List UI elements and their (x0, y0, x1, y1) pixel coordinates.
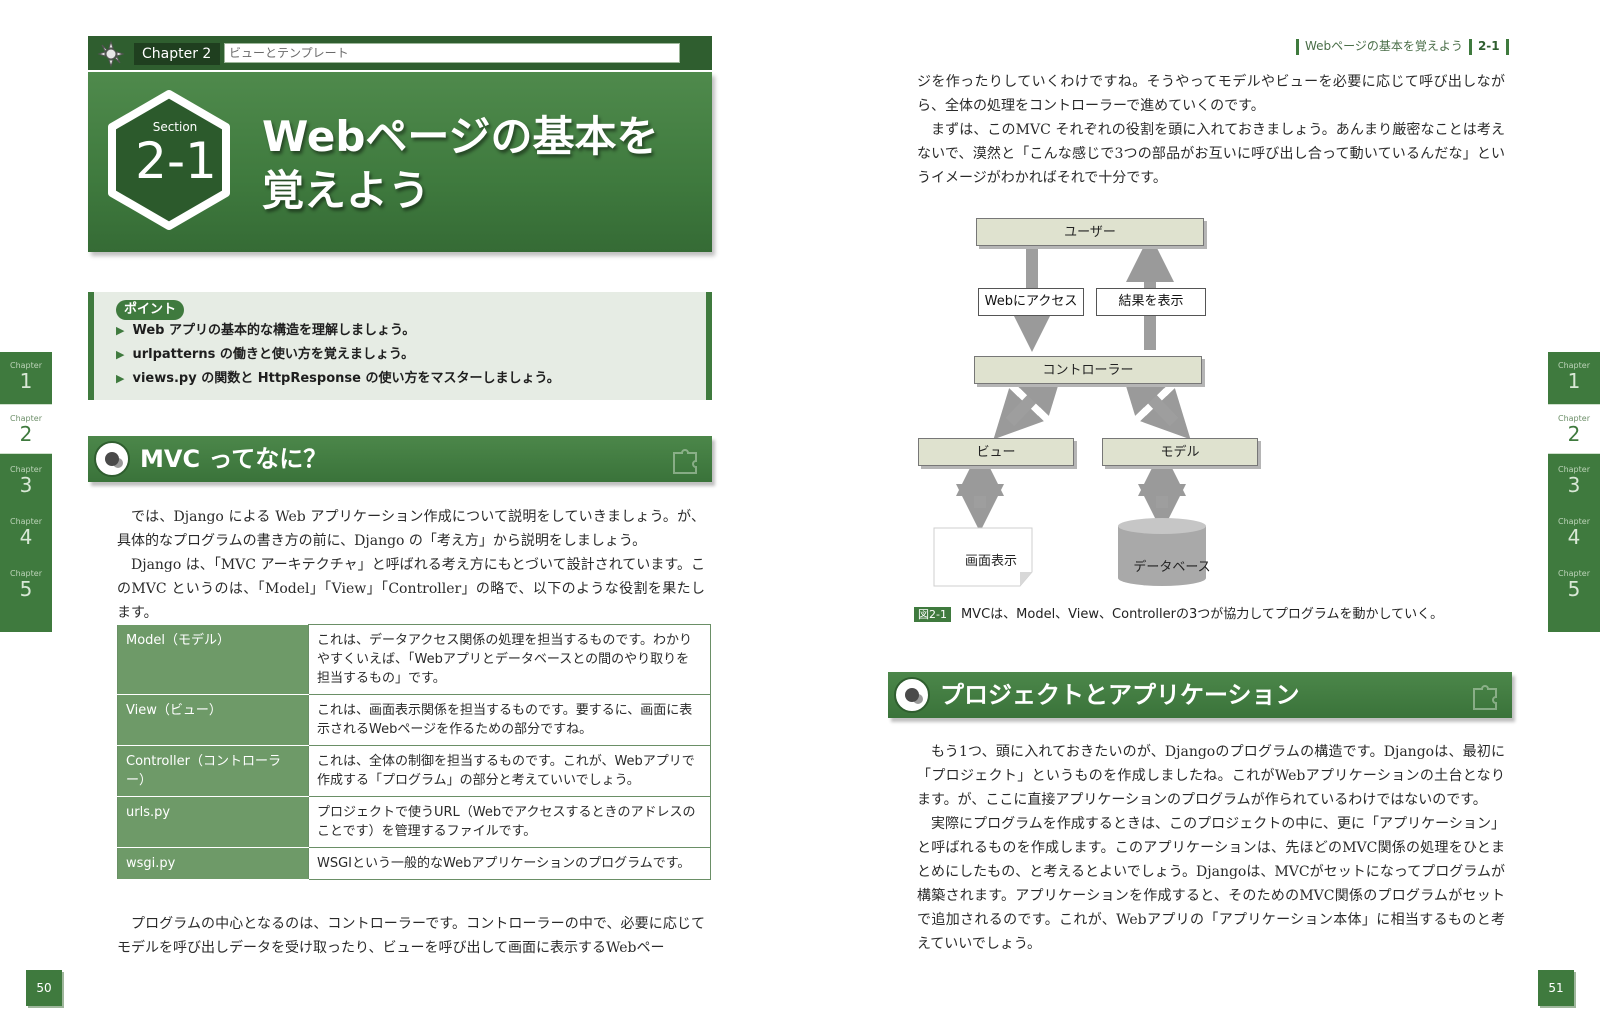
page-number-left: 50 (26, 970, 62, 1006)
ball-icon (94, 441, 130, 477)
table-value: プロジェクトで使うURL（Webでアクセスするときのアドレスのことです）を管理す… (308, 796, 711, 848)
database-shape (1118, 518, 1206, 586)
diagram-model-box: モデル (1102, 438, 1258, 466)
mvc-diagram-arrows (933, 234, 1206, 587)
divider (1505, 38, 1509, 55)
arrow-icon: ▶ (116, 372, 125, 385)
table-key: Controller（コントローラー） (117, 745, 309, 797)
ball-icon (894, 677, 930, 713)
diagram-result-label: 結果を表示 (1096, 288, 1206, 316)
puzzle-icon (1473, 685, 1497, 710)
arrow-icon: ▶ (116, 324, 125, 337)
table-key: wsgi.py (117, 847, 309, 880)
chapter-label: Chapter 2 (134, 43, 220, 65)
section-number: 2-1 (135, 132, 217, 190)
point-badge: ポイント (116, 300, 184, 320)
chapter-title: ビューとテンプレート (224, 43, 680, 63)
point-item: ▶views.py の関数と HttpResponse の使い方をマスターしまし… (116, 371, 560, 386)
divider (1468, 38, 1472, 55)
table-key: Model（モデル） (117, 624, 309, 695)
point-item: ▶Web アプリの基本的な構造を理解しましょう。 (116, 323, 416, 338)
mvc-table: Model（モデル）これは、データアクセス関係の処理を担当するものです。わかりや… (117, 624, 711, 880)
puzzle-icon (673, 449, 697, 474)
heading-project: プロジェクトとアプリケーション (888, 672, 1512, 718)
table-key: urls.py (117, 796, 309, 848)
table-row: Controller（コントローラー）これは、全体の制御を担当するものです。これ… (117, 745, 711, 797)
table-value: これは、全体の制御を担当するものです。これが、Webアプリで作成する「プログラム… (308, 745, 711, 797)
paragraph: 実際にプログラムを作成するときは、このプロジェクトの中に、更に「アプリケーション… (917, 816, 1505, 952)
section-title: Webページの基本を 覚えよう (262, 110, 702, 218)
screen-page-fold (1020, 572, 1032, 586)
section-word: Section (152, 120, 198, 134)
paragraph: Django は、「MVC アーキテクチャ」と呼ばれる考え方にもとづいて設計され… (117, 557, 705, 621)
paragraph: ジを作ったりしていくわけですね。そうやってモデルやビューを必要に応じて呼び出しな… (917, 74, 1505, 114)
heading-mvc: MVC ってなに？ (88, 436, 712, 482)
point-box (88, 292, 712, 400)
section-title-line1: Webページの基本を (262, 112, 659, 161)
divider (1296, 38, 1299, 55)
diagram-database-label: データベース (1133, 560, 1211, 575)
arrow-icon: ▶ (116, 348, 125, 361)
arrow-icon (1005, 364, 1065, 427)
table-value: WSGIという一般的なWebアプリケーションのプログラムです。 (308, 847, 711, 880)
section-title-line2: 覚えよう (262, 166, 431, 215)
table-key: View（ビュー） (117, 694, 309, 746)
table-row: Model（モデル）これは、データアクセス関係の処理を担当するものです。わかりや… (117, 624, 711, 695)
arrow-icon (1119, 364, 1179, 427)
table-value: これは、画面表示関係を担当するものです。要するに、画面に表示されるWebページを… (308, 694, 711, 746)
paragraph: もう1つ、頭に入れておきたいのが、Djangoのプログラムの構造です。Djang… (917, 744, 1505, 808)
paragraph: プログラムの中心となるのは、コントローラーです。コントローラーの中で、必要に応じ… (117, 916, 705, 956)
table-row: View（ビュー）これは、画面表示関係を担当するものです。要するに、画面に表示さ… (117, 694, 711, 746)
point-item: ▶urlpatterns の働きと使い方を覚えましょう。 (116, 347, 415, 362)
diagram-user-box: ユーザー (976, 218, 1204, 246)
diagram-view-box: ビュー (918, 438, 1074, 466)
diagram-controller-box: コントローラー (974, 356, 1202, 384)
figure-tag: 図2-1 (914, 607, 951, 622)
paragraph: まずは、このMVC それぞれの役割を頭に入れておきましょう。あんまり厳密なことは… (917, 122, 1505, 186)
table-value: これは、データアクセス関係の処理を担当するものです。わかりやすくいえば、「Web… (308, 624, 711, 695)
gear-icon (97, 40, 125, 68)
paragraph: では、Django による Web アプリケーション作成について説明をしていきま… (117, 509, 705, 549)
hexagon-section-icon (108, 90, 230, 230)
page-number-right: 51 (1538, 970, 1574, 1006)
diagram-screen-label: 画面表示 (964, 554, 1017, 569)
diagram-access-label: Webにアクセス (978, 288, 1084, 316)
